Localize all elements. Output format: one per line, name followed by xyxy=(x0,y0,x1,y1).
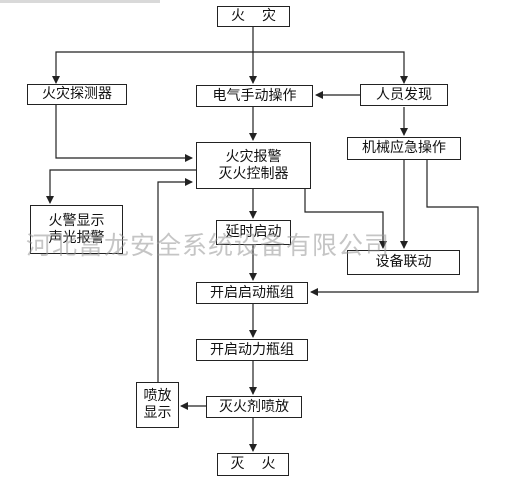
node-manual-electric-operation-label: 电气手动操作 xyxy=(212,87,297,104)
node-fire-detector-label: 火灾探测器 xyxy=(42,86,112,102)
node-mechanical-emergency-operation: 机械应急操作 xyxy=(347,137,461,160)
node-open-power-cylinders: 开启动力瓶组 xyxy=(196,339,308,361)
node-manual-electric-operation: 电气手动操作 xyxy=(196,85,313,107)
node-fire-alarm-display: 火警显示 声光报警 xyxy=(30,205,123,254)
node-fire-extinguished-label: 灭 火 xyxy=(230,456,282,472)
node-agent-spray-label: 灭火剂喷放 xyxy=(219,398,289,415)
node-person-found-label: 人员发现 xyxy=(376,86,432,103)
node-fire-detector: 火灾探测器 xyxy=(27,84,127,105)
node-fire-alarm-controller: 火灾报警 灭火控制器 xyxy=(196,142,311,189)
edge-controller-to-alarm xyxy=(46,169,196,204)
edge-branch-detector xyxy=(52,51,253,84)
edge-detector-to-controller xyxy=(55,105,193,162)
node-fire-extinguished: 灭 火 xyxy=(217,453,289,476)
top-edge-bar xyxy=(0,0,160,3)
node-equipment-linkage: 设备联动 xyxy=(347,250,460,275)
node-agent-spray: 灭火剂喷放 xyxy=(206,396,302,418)
node-fire-label: 火 灾 xyxy=(230,8,283,24)
node-delay-start-label: 延时启动 xyxy=(225,224,282,240)
node-spray-display-line1: 喷放 xyxy=(143,388,172,404)
node-fire: 火 灾 xyxy=(217,6,290,27)
node-equipment-linkage-label: 设备联动 xyxy=(375,254,432,270)
node-open-start-cylinders-label: 开启启动瓶组 xyxy=(210,284,294,301)
edge-branch-person xyxy=(253,51,408,84)
edge-controller-to-linkage xyxy=(304,182,387,249)
node-mechanical-emergency-operation-label: 机械应急操作 xyxy=(362,140,446,156)
node-spray-display: 喷放 显示 xyxy=(136,382,179,428)
node-open-power-cylinders-label: 开启动力瓶组 xyxy=(210,341,294,358)
node-fire-alarm-display-line1: 火警显示 xyxy=(48,212,105,229)
node-fire-alarm-display-line2: 声光报警 xyxy=(48,229,105,246)
node-delay-start: 延时启动 xyxy=(216,220,291,245)
node-open-start-cylinders: 开启启动瓶组 xyxy=(196,282,308,304)
edge-mechanical-to-start-cylinders xyxy=(310,160,479,296)
node-person-found: 人员发现 xyxy=(360,84,448,106)
node-fire-alarm-controller-line2: 灭火控制器 xyxy=(218,165,289,182)
node-fire-alarm-controller-line1: 火灾报警 xyxy=(225,148,282,165)
node-spray-display-line2: 显示 xyxy=(143,405,172,421)
edge-display-to-controller xyxy=(157,178,193,382)
